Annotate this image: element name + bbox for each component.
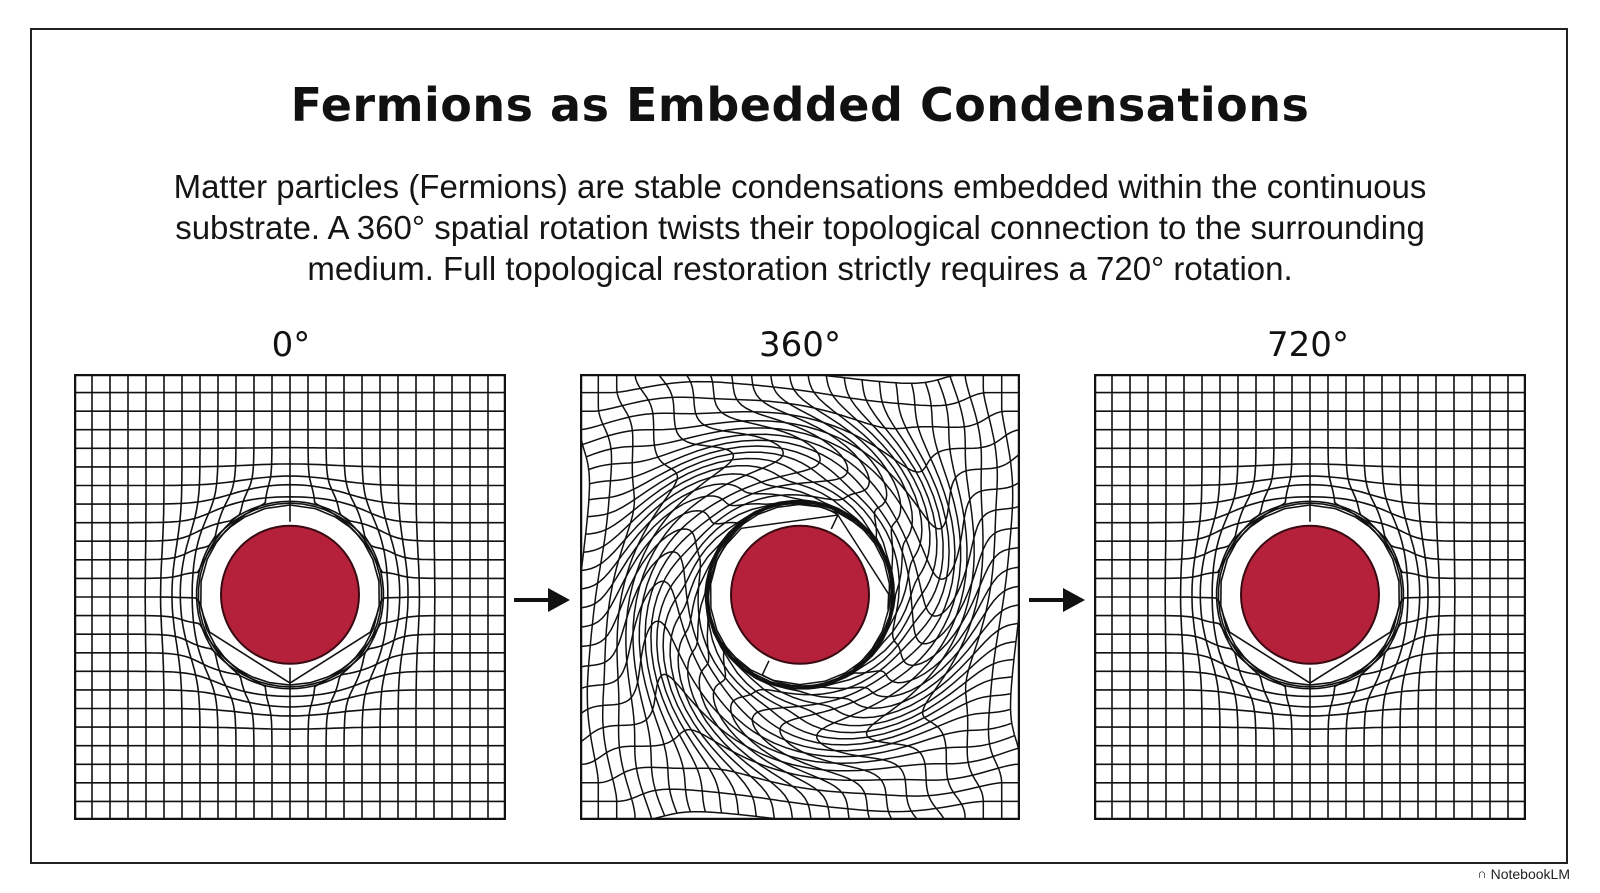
grid-line-horizontal [580,396,1020,430]
arrow-right-icon-1 [514,588,570,612]
grid-lines [580,374,1020,820]
arrow-right-icon-2 [1029,588,1085,612]
slide-frame [30,28,1568,864]
grid-line-horizontal [580,673,1019,772]
panel-border [580,374,1020,820]
grid-line-vertical [433,374,436,820]
grid-line-vertical [964,374,999,820]
grid-line-vertical [865,376,975,820]
grid-line-horizontal [580,411,1020,473]
grid-line-horizontal [580,788,1020,813]
fermion-particle [730,524,870,665]
slide-title: Fermions as Embedded Condensations [290,78,1310,132]
grid-lines [1094,374,1526,820]
panel-border [1094,374,1526,820]
grid-line-vertical [616,374,679,820]
grid-panel-0-degrees [74,374,506,820]
panel-label-0: 0° [271,325,311,365]
grid-line-vertical [921,374,984,820]
grid-lines [74,374,506,820]
grid-line-horizontal [580,728,1020,782]
slide-description: Matter particles (Fermions) are stable c… [173,168,1427,287]
grid-panel-360-degrees [580,374,1020,820]
grid-line-horizontal [580,380,1020,407]
grid-line-vertical [1453,374,1456,820]
grid-line-horizontal [580,766,1020,797]
panel-border [74,374,506,820]
panel-label-720: 720° [1267,325,1349,365]
notebooklm-logo-icon: ∩ [1477,866,1487,881]
brand-name: NotebookLM [1490,866,1570,882]
fermion-particle [220,524,360,665]
fermion-particle [1240,524,1380,665]
grid-panel-720-degrees [1094,374,1526,820]
brand-mark: ∩ NotebookLM [1477,866,1570,882]
grid-line-vertical [987,374,1014,820]
panel-label-360: 360° [759,325,841,365]
